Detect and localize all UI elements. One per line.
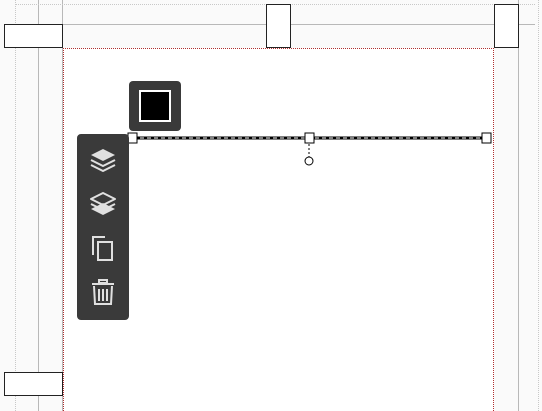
resize-handle-left[interactable]: [127, 132, 138, 144]
send-backward-icon: [90, 192, 116, 215]
send-backward-button[interactable]: [85, 186, 121, 222]
duplicate-button[interactable]: [85, 230, 121, 266]
stroke-color-button[interactable]: [129, 81, 181, 131]
bring-forward-icon: [90, 149, 116, 172]
duplicate-icon: [92, 236, 113, 261]
margin-guide-left-inner: [62, 0, 63, 411]
resize-handle-right[interactable]: [481, 132, 492, 144]
margin-guide-left-outer: [15, 0, 16, 411]
margin-guide-right: [518, 0, 519, 411]
stroke-color-chip: [139, 90, 171, 122]
rotate-handle[interactable]: [304, 156, 314, 166]
delete-icon: [92, 279, 114, 305]
resize-handle-center[interactable]: [304, 132, 315, 144]
frame-block-top-center[interactable]: [266, 4, 291, 48]
frame-block-top-right[interactable]: [494, 4, 519, 48]
frame-block-top-left[interactable]: [4, 24, 63, 48]
context-toolbar: [77, 134, 129, 320]
margin-guide-left: [38, 0, 39, 411]
margin-guide-right-outer: [538, 0, 539, 411]
frame-block-bottom-left[interactable]: [4, 372, 63, 396]
delete-button[interactable]: [85, 274, 121, 310]
bring-forward-button[interactable]: [85, 142, 121, 178]
